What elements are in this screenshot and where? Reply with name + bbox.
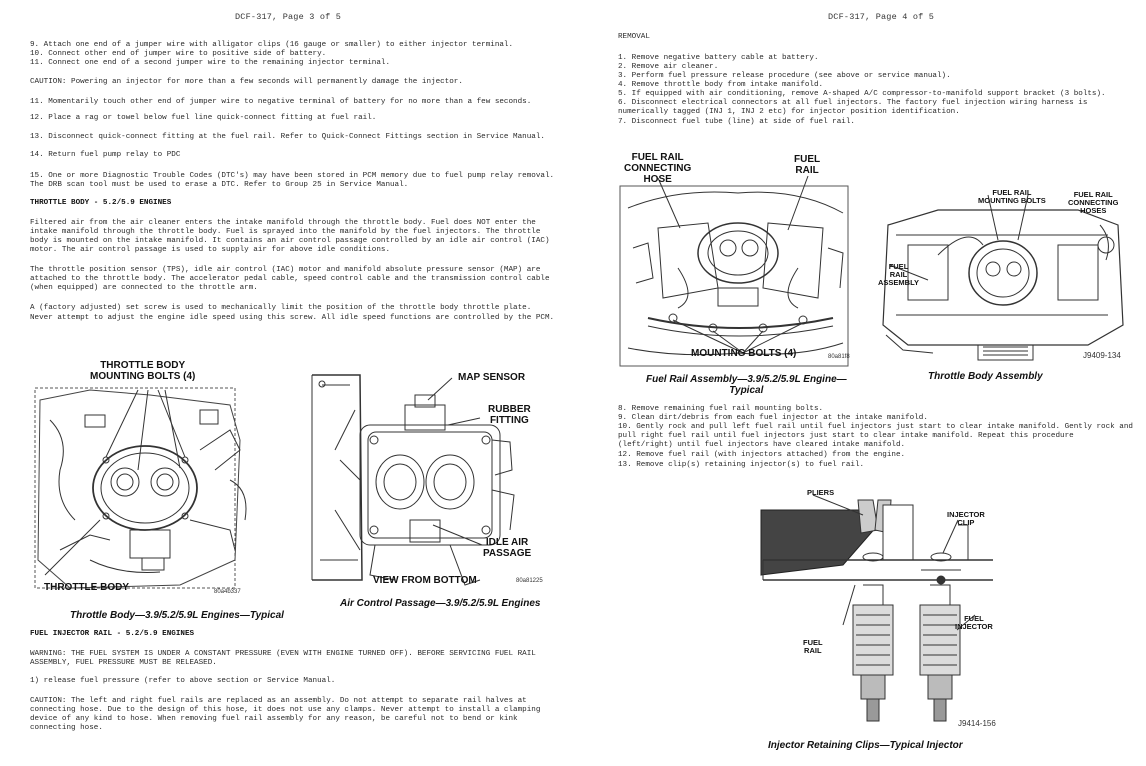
text-line: 12. Place a rag or towel below fuel line… xyxy=(30,114,377,122)
label-mounting-bolts: MOUNTING BOLTS (4) xyxy=(691,348,797,359)
text-line: (left/right) until fuel injectors have c… xyxy=(618,441,906,449)
text-line: 7. Disconnect fuel tube (line) at side o… xyxy=(618,118,855,126)
figure-caption: Throttle Body—3.9/5.2/5.9L Engines—Typic… xyxy=(70,610,284,621)
section-heading: FUEL INJECTOR RAIL - 5.2/5.9 ENGINES xyxy=(30,630,195,638)
figure-caption: Throttle Body Assembly xyxy=(928,371,1043,382)
text-line: 9. Clean dirt/debris from each fuel inje… xyxy=(618,414,928,422)
text-line: (when equipped) are connected to the thr… xyxy=(30,284,258,292)
figure-code: 80a81f8 xyxy=(828,354,850,360)
text-line: 10. Gently rock and pull left fuel rail … xyxy=(618,423,1133,431)
label-view-from-bottom: VIEW FROM BOTTOM xyxy=(373,575,477,586)
caution-line: connecting hose. Due to the design of th… xyxy=(30,706,541,714)
left-page: DCF-317, Page 3 of 5 9. Attach one end o… xyxy=(30,12,555,732)
text-line: pull right fuel rail until fuel injector… xyxy=(618,432,1074,440)
caution-line: device of any kind to hose. When removin… xyxy=(30,715,518,723)
text-line: 12. Remove fuel rail (with injectors att… xyxy=(618,451,906,459)
text-line: 6. Disconnect electrical connectors at a… xyxy=(618,99,1088,107)
page-header: DCF-317, Page 4 of 5 xyxy=(828,12,935,22)
figure-code: J9409-134 xyxy=(1083,351,1121,360)
figure-code: 80a4b337 xyxy=(214,589,241,595)
text-line: intake manifold through the throttle bod… xyxy=(30,228,541,236)
text-line: 2. Remove air cleaner. xyxy=(618,63,719,71)
text-line: 11. Connect one end of a second jumper w… xyxy=(30,59,391,67)
right-page: DCF-317, Page 4 of 5 REMOVAL 1. Remove n… xyxy=(573,0,1146,766)
text-line: body is mounted on the intake manifold. … xyxy=(30,237,550,245)
section-heading: THROTTLE BODY - 5.2/5.9 ENGINES xyxy=(30,199,172,207)
text-line: 9. Attach one end of a jumper wire with … xyxy=(30,41,514,49)
section-heading: REMOVAL xyxy=(618,33,650,41)
text-line: 11. Momentarily touch other end of jumpe… xyxy=(30,98,532,106)
warning-line: ASSEMBLY, FUEL PRESSURE MUST BE RELEASED… xyxy=(30,659,217,667)
text-line: 3. Perform fuel pressure release procedu… xyxy=(618,72,951,80)
figure-code: J9414-156 xyxy=(958,719,996,728)
page-header: DCF-317, Page 3 of 5 xyxy=(235,12,342,22)
injector-retaining-clips-drawing xyxy=(760,494,993,722)
figure-code: 80a81225 xyxy=(516,578,543,584)
text-line: 1) release fuel pressure (refer to above… xyxy=(30,677,336,685)
label-throttle-body: THROTTLE BODY xyxy=(44,582,129,593)
text-line: attached to the throttle body. The accel… xyxy=(30,275,550,283)
text-line: 15. One or more Diagnostic Trouble Codes… xyxy=(30,172,555,180)
text-line: 8. Remove remaining fuel rail mounting b… xyxy=(618,405,824,413)
text-line: numerically tagged (INJ 1, INJ 2 etc) fo… xyxy=(618,108,960,116)
figure-caption: Injector Retaining Clips—Typical Injecto… xyxy=(768,740,963,751)
text-line: 4. Remove throttle body from intake mani… xyxy=(618,81,824,89)
label-pliers: PLIERS xyxy=(807,488,835,497)
throttle-body-drawing xyxy=(34,387,247,589)
text-line: Never attempt to adjust the engine idle … xyxy=(30,314,555,322)
text-line: motor. The air control passage is used t… xyxy=(30,246,391,254)
caution-line: CAUTION: The left and right fuel rails a… xyxy=(30,697,527,705)
caution-line: CAUTION: Powering an injector for more t… xyxy=(30,78,463,86)
text-line: A (factory adjusted) set screw is used t… xyxy=(30,304,532,312)
figure-caption: Air Control Passage—3.9/5.2/5.9L Engines xyxy=(340,598,541,609)
air-control-passage-drawing xyxy=(311,374,515,586)
text-line: The throttle position sensor (TPS), idle… xyxy=(30,266,541,274)
text-line: 1. Remove negative battery cable at batt… xyxy=(618,54,819,62)
text-line: 13. Remove clip(s) retaining injector(s)… xyxy=(618,461,865,469)
label-map-sensor: MAP SENSOR xyxy=(458,372,526,383)
figure-caption: Fuel Rail Assembly—3.9/5.2/5.9L Engine—T… xyxy=(646,374,847,396)
caution-line: connecting hose. xyxy=(30,724,103,732)
text-line: Filtered air from the air cleaner enters… xyxy=(30,219,536,227)
text-line: 10. Connect other end of jumper wire to … xyxy=(30,50,327,58)
text-line: The DRB scan tool must be used to erase … xyxy=(30,181,409,189)
text-line: 13. Disconnect quick-connect fitting at … xyxy=(30,133,545,141)
fuel-rail-assembly-drawing xyxy=(619,175,849,367)
text-line: 5. If equipped with air conditioning, re… xyxy=(618,90,1106,98)
throttle-body-assembly-drawing xyxy=(882,194,1124,361)
text-line: 14. Return fuel pump relay to PDC xyxy=(30,151,181,159)
warning-line: WARNING: THE FUEL SYSTEM IS UNDER A CONS… xyxy=(30,650,536,658)
